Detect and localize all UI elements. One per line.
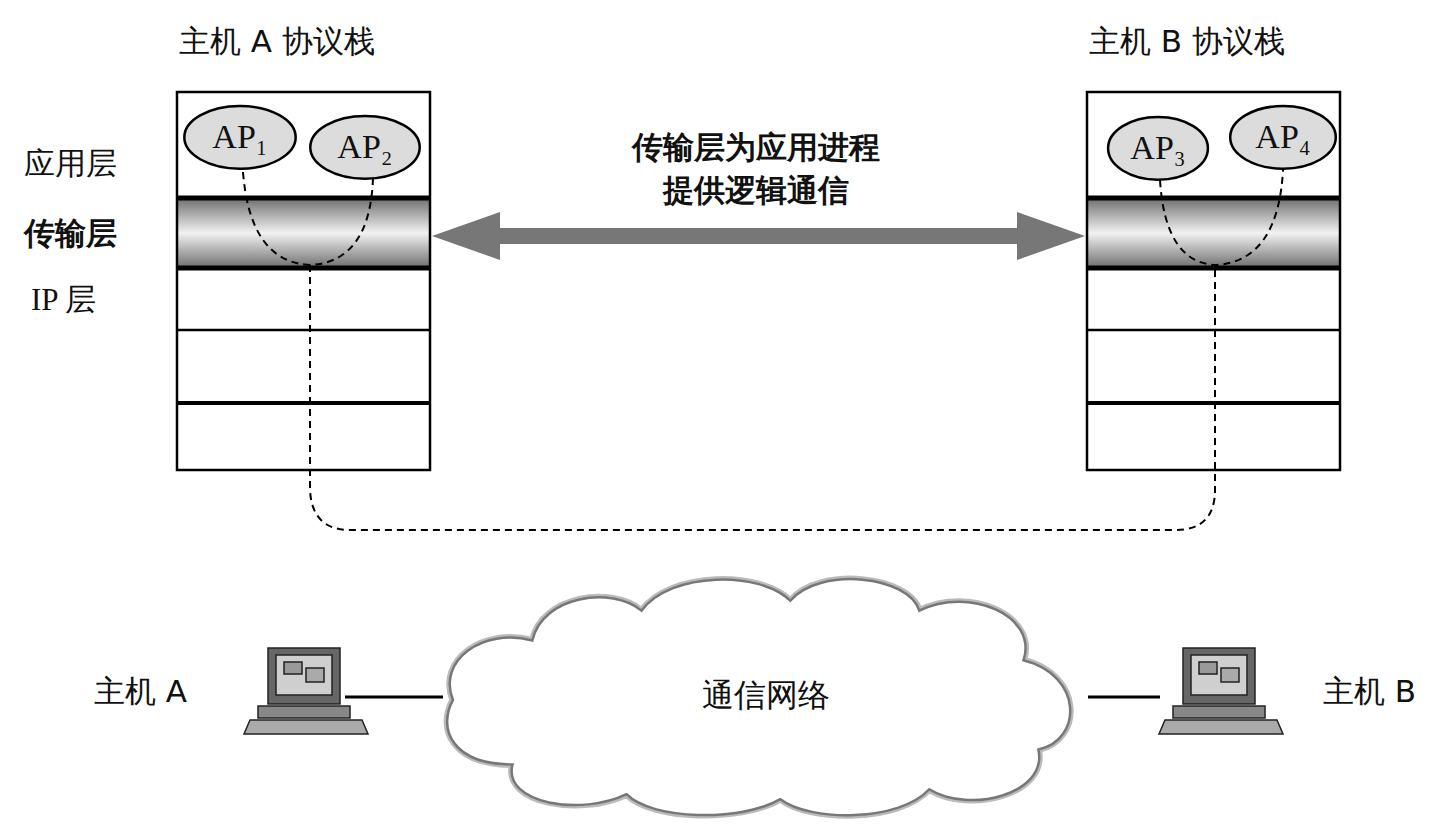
process-ellipse: AP₃ [1106, 115, 1210, 182]
node-label: 传输层 [24, 216, 117, 252]
node-label: 主机 A 协议栈 [179, 24, 375, 60]
link-line [1088, 696, 1160, 699]
node-label: 主机 B [1323, 674, 1416, 710]
process-ellipse: AP₄ [1228, 104, 1338, 171]
host: 主机 A [88, 642, 345, 742]
computer-icon [1159, 648, 1283, 734]
host: 主机 B [1160, 642, 1422, 742]
process-name: AP₁ [212, 117, 267, 156]
process-ellipse: AP₁ [182, 104, 298, 171]
process-ellipse: AP₂ [308, 114, 422, 181]
node-label: IP 层 [31, 282, 96, 318]
logical-path [243, 170, 1283, 530]
link-line [345, 696, 443, 699]
process-name: AP₄ [1255, 117, 1310, 156]
application-layer: 应用层AP₁AP₂ [177, 92, 430, 198]
process-name: AP₃ [1130, 128, 1185, 167]
protocol-stack: 主机 B 协议栈AP₃AP₄ [1087, 92, 1340, 470]
protocol-stack: 主机 A 协议栈应用层AP₁AP₂传输层IP 层 [177, 92, 430, 470]
node-label: 应用层 [24, 146, 117, 182]
protocol-stack-a [177, 92, 430, 470]
arrow-caption: 传输层为应用进程 提供逻辑通信 [620, 126, 892, 213]
ip-layer: IP 层 [177, 268, 430, 330]
node-label: 主机 B 协议栈 [1089, 24, 1285, 60]
process-name: AP₂ [337, 127, 392, 166]
network-link [1088, 697, 1160, 698]
node-label: 通信网络 [702, 677, 830, 714]
transport-layer: 传输层 [177, 198, 430, 268]
protocol-stack-b [1087, 92, 1340, 470]
network-cloud: 通信网络 [443, 566, 1088, 824]
computer-icon [244, 648, 368, 734]
double-arrow [432, 212, 1085, 260]
network-link [345, 697, 443, 698]
node-label: 主机 A [94, 674, 187, 710]
